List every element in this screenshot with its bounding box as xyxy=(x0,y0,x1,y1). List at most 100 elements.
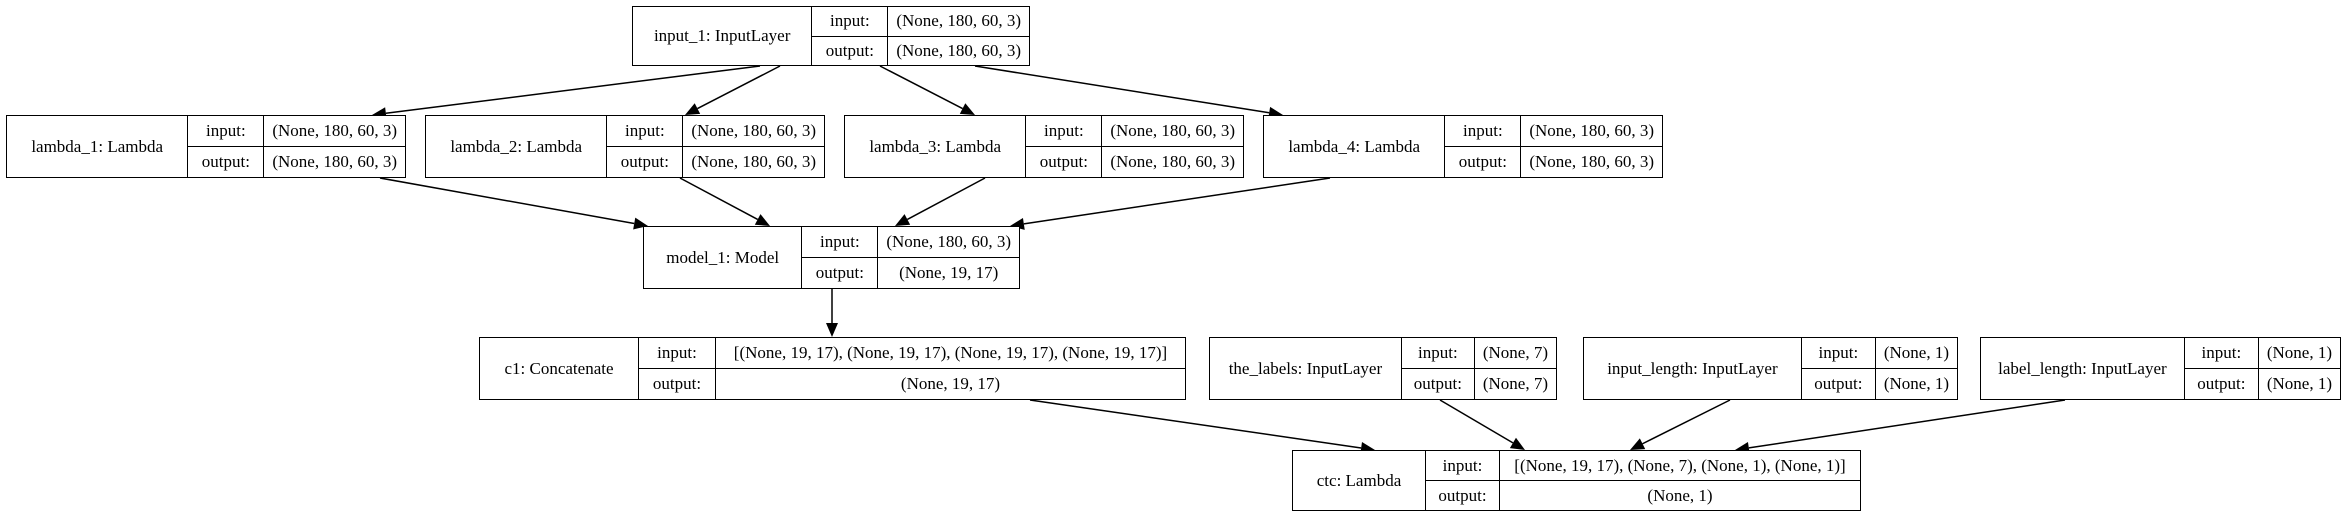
node-name: input_1: InputLayer xyxy=(633,7,813,65)
input-label: input: xyxy=(1445,116,1522,146)
input-label: input: xyxy=(1426,451,1500,480)
port-row-output: output: (None, 1) xyxy=(1801,368,1957,399)
input-shape: (None, 7) xyxy=(1482,343,1548,362)
port-row-input: input: (None, 180, 60, 3) xyxy=(812,7,1029,36)
edge-lambda-2-to-model-1 xyxy=(679,177,770,226)
output-label: output: xyxy=(2185,369,2259,399)
port-row-output: output: (None, 19, 17) xyxy=(802,257,1019,288)
node-name: model_1: Model xyxy=(644,227,803,288)
output-label: output: xyxy=(639,369,716,399)
input-label: input: xyxy=(2185,338,2259,368)
port-row-output: output: (None, 180, 60, 3) xyxy=(812,35,1029,65)
output-label: output: xyxy=(1026,147,1103,177)
arrowhead xyxy=(826,323,838,337)
input-shape: (None, 1) xyxy=(2266,343,2332,362)
input-shape: [(None, 19, 17), (None, 19, 17), (None, … xyxy=(733,343,1168,362)
input-label: input: xyxy=(607,116,684,146)
arrowhead xyxy=(959,103,975,115)
output-shape: (None, 19, 17) xyxy=(900,374,1001,393)
input-shape: [(None, 19, 17), (None, 7), (None, 1), (… xyxy=(1514,455,1846,475)
port-row-input: input: (None, 1) xyxy=(1802,338,1957,368)
port-row-output: output: (None, 19, 17) xyxy=(639,368,1185,399)
node-name: c1: Concatenate xyxy=(480,338,639,399)
output-label: output: xyxy=(802,258,879,288)
port-row-input: input:(None, 180, 60, 3) xyxy=(188,116,405,146)
node-ports: input: (None, 180, 60, 3) output:(None, 18… xyxy=(607,116,824,177)
node-ports: input: (None, 180, 60, 3) output: (None, 18… xyxy=(1026,116,1243,177)
edge-the-labels-to-ctc xyxy=(1439,399,1525,450)
port-row-output: output:(None, 180, 60, 3) xyxy=(1445,146,1662,177)
input-label: input: xyxy=(1802,338,1876,368)
node-name: ctc: Lambda xyxy=(1293,451,1426,510)
output-label: output: xyxy=(812,36,889,65)
output-label: output: xyxy=(1802,369,1876,399)
edge-input-length-to-ctc xyxy=(1630,399,1731,450)
port-row-output: output: (None, 180, 60, 3) xyxy=(1026,146,1243,177)
port-row-input: input: (None, 180, 60, 3) xyxy=(1026,116,1243,146)
edge-input-1-to-lambda-2 xyxy=(685,65,781,115)
node-name: lambda_4: Lambda xyxy=(1264,116,1446,177)
output-shape: (None, 180, 60, 3) xyxy=(272,152,397,171)
input-label: input: xyxy=(802,227,879,257)
node-name: lambda_2: Lambda xyxy=(426,116,608,177)
input-shape: (None, 180, 60, 3) xyxy=(691,121,816,140)
output-shape: (None, 7) xyxy=(1482,374,1548,393)
edge-model-1-to-c1 xyxy=(826,289,838,337)
input-shape: (None, 180, 60, 3) xyxy=(896,11,1021,31)
output-shape: (None, 1) xyxy=(1883,374,1949,393)
port-row-input: input: (None, 7) xyxy=(1402,338,1556,368)
node-name: lambda_3: Lambda xyxy=(845,116,1027,177)
arrowhead xyxy=(1509,437,1525,450)
arrowhead xyxy=(754,214,770,226)
edge-c1-to-ctc xyxy=(1029,399,1375,454)
edge-lambda-4-to-model-1 xyxy=(1010,177,1331,230)
output-shape: (None, 19, 17) xyxy=(899,263,999,282)
input-label: input: xyxy=(639,338,716,368)
port-row-output: output:(None, 180, 60, 3) xyxy=(607,146,824,177)
node-ports: input: (None, 7) output: (None, 7) xyxy=(1401,338,1556,399)
output-shape: (None, 1) xyxy=(2266,374,2332,393)
input-label: input: xyxy=(1026,116,1103,146)
port-row-input: input: (None, 1) xyxy=(2185,338,2340,368)
edge-lambda-3-to-model-1 xyxy=(895,177,986,226)
edge-lambda-1-to-model-1 xyxy=(379,177,648,230)
output-shape: (None, 180, 60, 3) xyxy=(1110,152,1235,171)
node-ports: input: (None, 180, 60, 3) output: (None, 19… xyxy=(802,227,1019,288)
port-row-output: output: (None, 1) xyxy=(1426,480,1860,510)
node-name: lambda_1: Lambda xyxy=(7,116,189,177)
node-ports: input: (None, 180, 60, 3) output: (None, 18… xyxy=(812,7,1029,65)
edge-input-1-to-lambda-4 xyxy=(974,65,1283,119)
output-label: output: xyxy=(1402,369,1475,399)
input-shape: (None, 180, 60, 3) xyxy=(1110,121,1235,140)
input-shape: (None, 1) xyxy=(1883,343,1949,362)
port-row-input: input: (None, 180, 60, 3) xyxy=(802,227,1019,257)
input-label: input: xyxy=(1402,338,1475,368)
port-row-input: input: [(None, 19, 17), (None, 19, 17), (… xyxy=(639,338,1185,368)
arrowhead xyxy=(895,214,911,226)
node-ports: input: (None, 1) output: (None, 1) xyxy=(1801,338,1957,399)
output-shape: (None, 180, 60, 3) xyxy=(896,40,1021,60)
input-label: input: xyxy=(812,7,889,36)
port-row-input: input: [(None, 19, 17), (None, 7), (None,… xyxy=(1426,451,1860,480)
input-shape: (None, 180, 60, 3) xyxy=(272,121,397,140)
output-label: output: xyxy=(1426,481,1500,510)
input-shape: (None, 180, 60, 3) xyxy=(886,232,1011,251)
node-ports: input:(None, 180, 60, 3)output: (None, 18… xyxy=(188,116,405,177)
port-row-output: output: (None, 7) xyxy=(1401,368,1556,399)
node-name: label_length: InputLayer xyxy=(1981,338,2185,399)
input-shape: (None, 180, 60, 3) xyxy=(1529,121,1654,140)
output-label: output: xyxy=(188,147,265,177)
output-shape: (None, 1) xyxy=(1647,485,1713,505)
node-ports: input: [(None, 19, 17), (None, 19, 17), (… xyxy=(639,338,1185,399)
edge-input-1-to-lambda-3 xyxy=(879,65,975,115)
